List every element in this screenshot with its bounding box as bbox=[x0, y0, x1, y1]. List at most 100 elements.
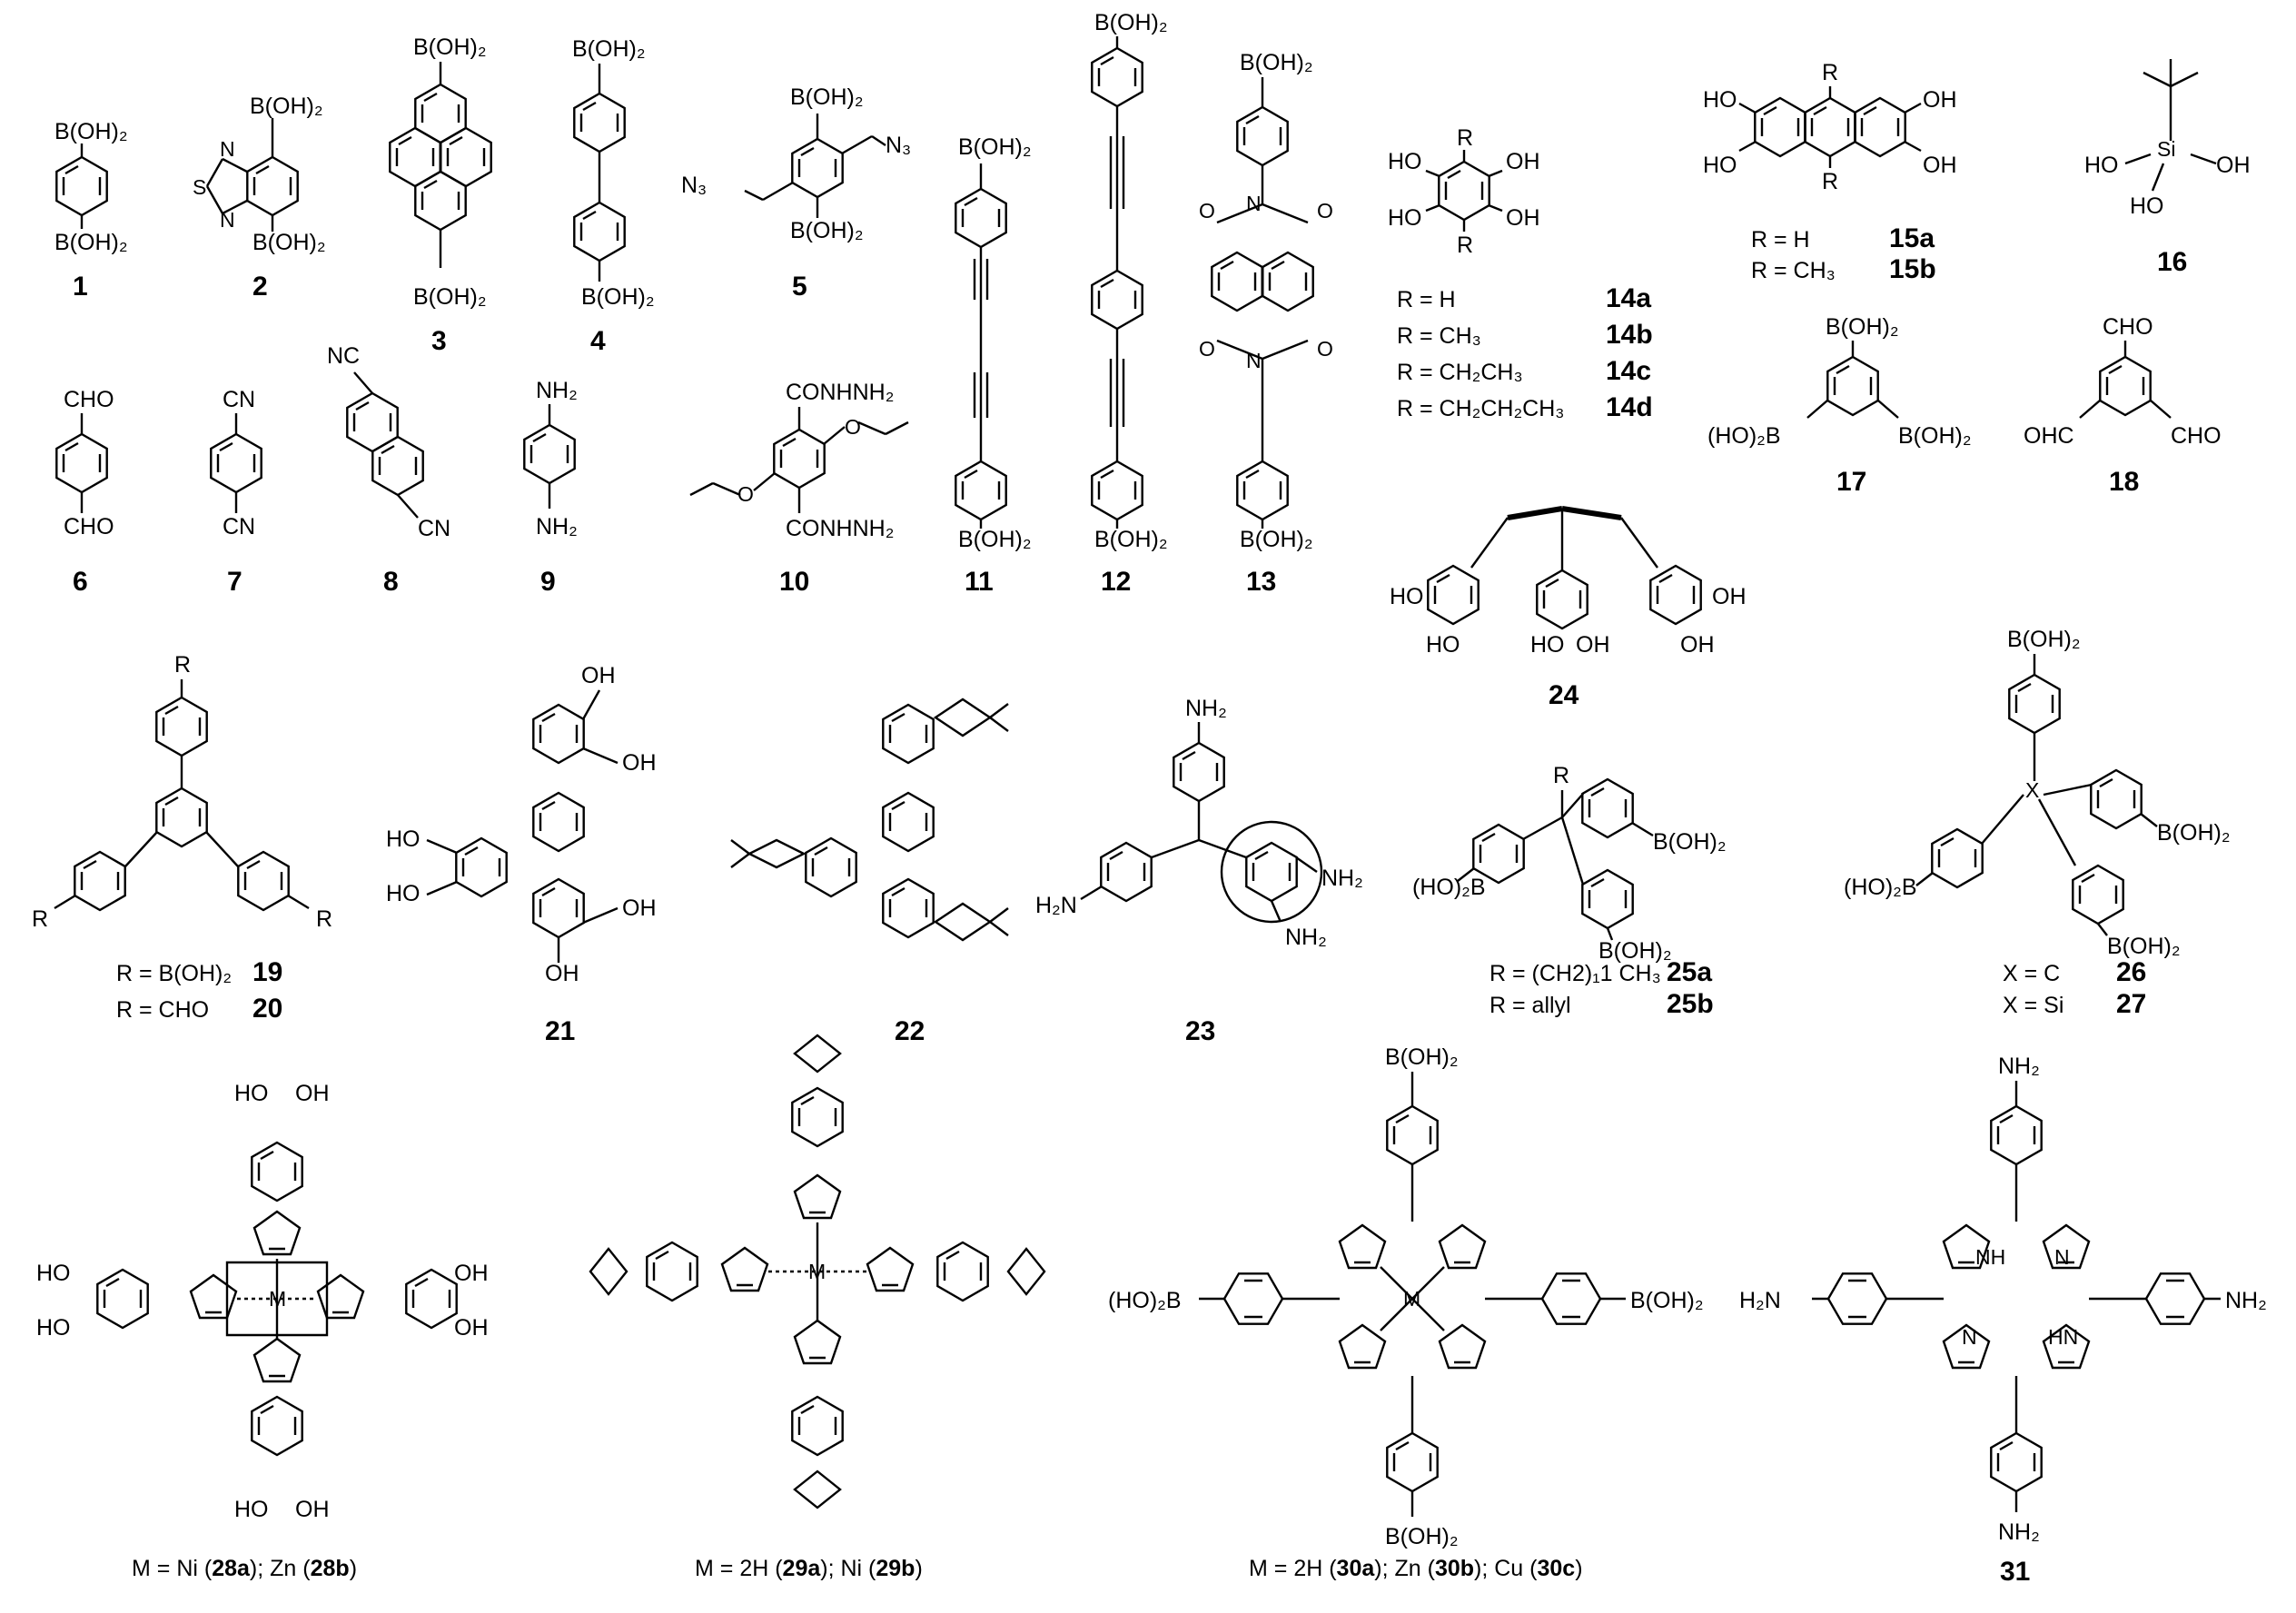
atom-label: O bbox=[1199, 199, 1215, 223]
group-label: OH bbox=[1576, 632, 1610, 658]
compound-number: 3 bbox=[431, 326, 447, 356]
atom-label: S bbox=[193, 175, 206, 199]
group-label: B(OH)₂ bbox=[413, 35, 487, 60]
group-label: HO bbox=[234, 1081, 269, 1106]
group-label: HO bbox=[1388, 205, 1422, 231]
group-label: B(OH)₂ bbox=[581, 284, 655, 310]
group-label: NH₂ bbox=[1185, 696, 1227, 721]
substituent-definition: R = CH₃ bbox=[1397, 323, 1481, 349]
compound-number: 14b bbox=[1606, 320, 1653, 350]
compound-number: 27 bbox=[2116, 989, 2146, 1019]
group-label: (HO)₂B bbox=[1707, 423, 1781, 449]
group-label: HO bbox=[1426, 632, 1460, 658]
compound-15: R R HO OH HO OH R = H 15a R = CH₃ 15b bbox=[1703, 60, 1957, 284]
group-label: OH bbox=[581, 663, 616, 688]
group-label: HO bbox=[36, 1315, 71, 1341]
compound-number: 16 bbox=[2157, 247, 2187, 277]
compound-29: M M = 2H (29a); Ni (29b) bbox=[589, 1034, 1046, 1581]
atom-label: N bbox=[220, 137, 235, 161]
atom-label: M bbox=[269, 1287, 286, 1311]
compound-number: 6 bbox=[73, 567, 88, 597]
compound-number: 11 bbox=[965, 567, 994, 597]
group-label: R bbox=[1822, 169, 1838, 194]
group-label: NC bbox=[327, 343, 360, 369]
compound-28: HO OH HO OH HO OH HO OH M M = Ni (28a); … bbox=[36, 1081, 489, 1581]
compound-number: 8 bbox=[383, 567, 399, 597]
compound-number: 5 bbox=[792, 272, 807, 302]
compound-number: 24 bbox=[1549, 680, 1579, 710]
group-label: B(OH)₂ bbox=[1653, 829, 1727, 855]
group-label: B(OH)₂ bbox=[250, 94, 323, 119]
group-label: R bbox=[1457, 125, 1473, 151]
compound-number: 2 bbox=[252, 272, 268, 302]
group-label: OH bbox=[2216, 153, 2251, 178]
group-label: B(OH)₂ bbox=[958, 527, 1032, 552]
substituent-definition: R = CH₂CH₂CH₃ bbox=[1397, 396, 1564, 421]
atom-label: O bbox=[1317, 199, 1333, 223]
atom-label: N bbox=[1246, 192, 1262, 215]
compound-17: B(OH)₂ (HO)₂B B(OH)₂ 17 bbox=[1707, 314, 1972, 497]
group-label: R bbox=[32, 906, 48, 932]
group-label: NH₂ bbox=[1321, 866, 1363, 891]
compound-number: 25a bbox=[1667, 957, 1712, 987]
substituent-definition: R = H bbox=[1397, 287, 1456, 312]
compound-5: B(OH)₂ B(OH)₂ N₃ N₃ 5 bbox=[681, 84, 911, 302]
group-label: (HO)₂B bbox=[1844, 875, 1917, 900]
group-label: B(OH)₂ bbox=[790, 84, 864, 110]
group-label: OH bbox=[1923, 87, 1957, 113]
group-label: CHO bbox=[2171, 423, 2222, 449]
group-label: B(OH)₂ bbox=[54, 230, 128, 255]
compound-3: B(OH)₂ B(OH)₂ 3 bbox=[389, 35, 492, 356]
compound-10: CONHNH₂ CONHNH₂ O O 10 bbox=[689, 380, 909, 597]
compound-number: 19 bbox=[252, 957, 282, 987]
compound-number: 9 bbox=[540, 567, 556, 597]
group-label: H₂N bbox=[1035, 893, 1077, 918]
atom-label: N bbox=[1246, 349, 1262, 372]
group-label: B(OH)₂ bbox=[1094, 527, 1168, 552]
compound-24: HO HO HO OH OH OH 24 bbox=[1390, 506, 1747, 710]
group-label: OH bbox=[1680, 632, 1715, 658]
atom-label: N bbox=[2054, 1245, 2070, 1269]
atom-label: X bbox=[2025, 778, 2039, 802]
group-label: N₃ bbox=[886, 133, 911, 158]
compound-number: 1 bbox=[73, 272, 88, 302]
group-label: R bbox=[316, 906, 332, 932]
group-label: B(OH)₂ bbox=[1385, 1044, 1459, 1070]
group-label: HO bbox=[386, 826, 421, 852]
compound-number: 20 bbox=[252, 994, 282, 1024]
group-label: OH bbox=[295, 1081, 330, 1106]
substituent-definition: R = CH₂CH₃ bbox=[1397, 360, 1523, 385]
group-label: HO bbox=[1703, 153, 1737, 178]
compound-14: R R HO OH HO OH R = H 14a R = CH₃ 14b R … bbox=[1388, 125, 1653, 422]
group-label: OH bbox=[1923, 153, 1957, 178]
group-label: CHO bbox=[64, 514, 114, 539]
group-label: CN bbox=[223, 387, 255, 412]
atom-label: N bbox=[220, 208, 235, 232]
substituent-definition: R = (CH2)₁1 CH₃ bbox=[1489, 961, 1661, 986]
group-label: B(OH)₂ bbox=[2107, 934, 2181, 959]
compound-30: B(OH)₂ (HO)₂B B(OH)₂ B(OH)₂ M M = 2H (30… bbox=[1108, 1044, 1704, 1581]
compound-7: CN CN 7 bbox=[210, 387, 262, 597]
compound-1: B(OH)₂ B(OH)₂ 1 bbox=[54, 119, 128, 302]
compound-8: NC CN 8 bbox=[327, 343, 450, 597]
substituent-definition: X = Si bbox=[2003, 993, 2063, 1018]
compound-11: B(OH)₂ B(OH)₂ 11 bbox=[955, 134, 1032, 597]
compound-number: 13 bbox=[1246, 567, 1276, 597]
atom-label: O bbox=[845, 415, 861, 439]
group-label: CHO bbox=[64, 387, 114, 412]
atom-label: N bbox=[1962, 1325, 1977, 1349]
compound-number: 14d bbox=[1606, 392, 1653, 422]
group-label: (HO)₂B bbox=[1412, 875, 1486, 900]
group-label: R bbox=[174, 652, 191, 678]
compound-26-27: B(OH)₂ X (HO)₂B B(OH)₂ B(OH)₂ X = C 26 X… bbox=[1844, 627, 2231, 1019]
group-label: R bbox=[1457, 233, 1473, 258]
compound-number: 15b bbox=[1889, 254, 1936, 284]
compound-number: 4 bbox=[590, 326, 606, 356]
group-label: OH bbox=[1506, 205, 1540, 231]
compound-18: CHO OHC CHO 18 bbox=[2024, 314, 2222, 497]
group-label: HO bbox=[1390, 584, 1424, 609]
compound-4: B(OH)₂ B(OH)₂ 4 bbox=[572, 36, 655, 356]
group-label: R bbox=[1822, 60, 1838, 85]
group-label: NH₂ bbox=[1998, 1519, 2040, 1545]
group-label: HO bbox=[36, 1261, 71, 1286]
